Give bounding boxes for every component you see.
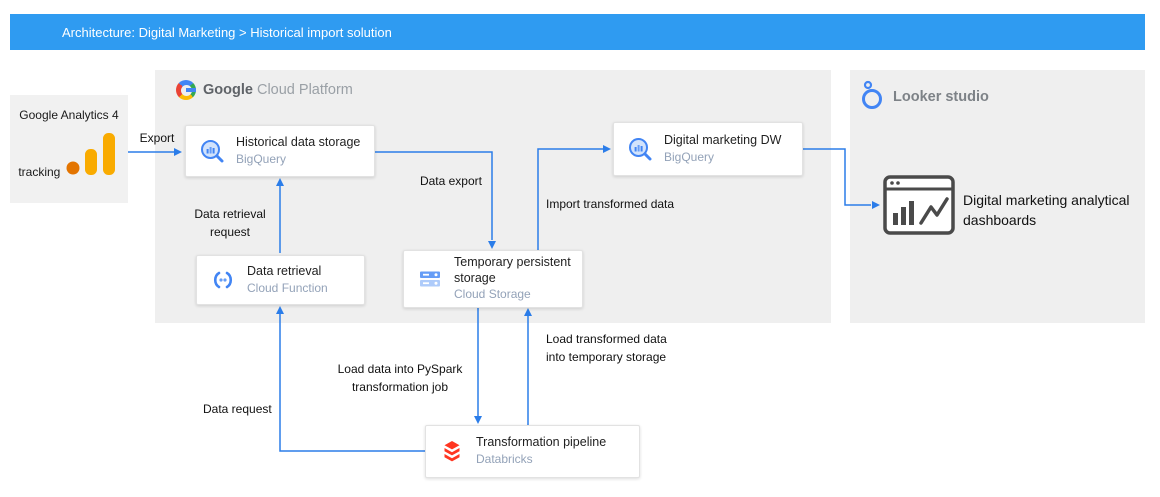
gcp-brand-secondary: Cloud Platform [252,82,353,98]
edge-label-import-transformed-data: Import transformed data [546,197,675,211]
bigquery-icon [626,135,654,163]
node-google-analytics-source[interactable]: Google Analytics 4 tracking [10,95,128,203]
node-subtitle: Cloud Storage [454,287,531,302]
google-logo-icon [176,80,196,100]
node-historical-data-storage[interactable]: Historical data storage BigQuery [185,125,375,177]
edge-label-data-retrieval-request: Data retrieval request [194,207,266,239]
edge-label-data-request: Data request [203,402,272,416]
cloud-functions-icon [209,266,237,294]
dashboard-icon [883,175,955,240]
looker-region-label: Looker studio [893,89,989,105]
node-title: Historical data storage [236,134,361,149]
gcp-region-label: Google Cloud Platform [203,82,353,98]
edge-label-export: Export [139,131,175,145]
diagram-title: Architecture: Digital Marketing > Histor… [62,24,392,40]
source-title: Google Analytics 4 tracking [18,108,119,179]
databricks-icon [438,438,466,466]
node-subtitle: Databricks [476,452,533,467]
node-title: Data retrieval [247,263,322,278]
node-subtitle: Cloud Function [247,280,328,295]
node-temporary-persistent-storage[interactable]: Temporary persistent storage Cloud Stora… [403,250,583,308]
google-analytics-icon [64,132,120,181]
node-subtitle: BigQuery [236,151,287,166]
edge-load-pyspark-arrowhead [474,416,482,424]
node-title: Temporary persistent storage [454,255,571,285]
node-title: Transformation pipeline [476,435,607,450]
dashboards-label: Digital marketing analytical dashboards [963,192,1130,229]
gcp-brand-primary: Google [203,82,253,98]
edge-label-load-transformed: Load transformed data into temporary sto… [546,332,667,364]
node-digital-marketing-dw[interactable]: Digital marketing DW BigQuery [613,122,803,176]
diagram-title-bar: Architecture: Digital Marketing > Histor… [10,14,1145,50]
node-subtitle: BigQuery [664,149,715,164]
node-data-retrieval[interactable]: Data retrieval Cloud Function [196,255,365,305]
looker-icon [858,79,886,116]
node-title: Digital marketing DW [664,132,782,147]
edge-label-data-export: Data export [419,174,482,188]
node-transformation-pipeline[interactable]: Transformation pipeline Databricks [425,425,640,478]
cloud-storage-icon [416,265,444,293]
edge-label-load-pyspark: Load data into PySpark transformation jo… [337,362,463,394]
bigquery-icon [198,137,226,165]
